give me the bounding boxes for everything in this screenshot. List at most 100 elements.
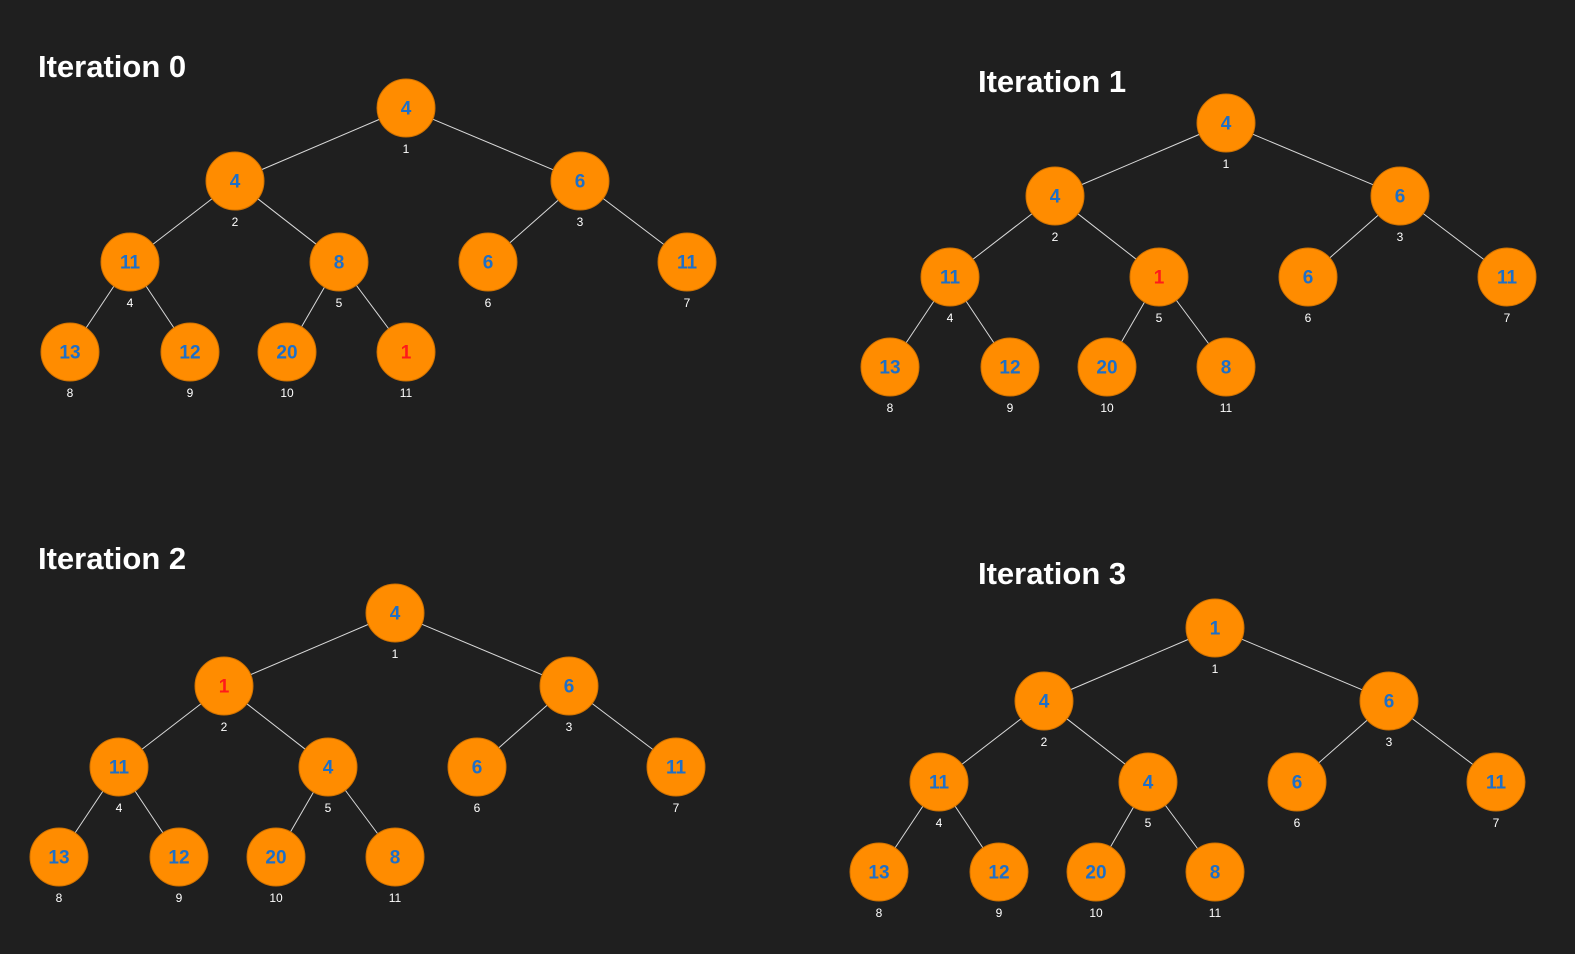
node-circle (1066, 842, 1126, 902)
node-value: 12 (999, 358, 1020, 379)
tree-edge (1175, 299, 1210, 345)
panel-title: Iteration 0 (38, 49, 186, 84)
heap-node: 66 (1267, 752, 1327, 830)
node-value: 13 (48, 848, 69, 869)
node-index-label: 4 (116, 801, 123, 815)
heap-node: 41 (1196, 93, 1256, 171)
node-index-label: 7 (673, 801, 680, 815)
node-value: 4 (390, 604, 401, 625)
node-value: 11 (1497, 268, 1518, 289)
node-value: 6 (1303, 268, 1314, 289)
node-index-label: 8 (56, 891, 63, 905)
node-circle (539, 656, 599, 716)
heap-node: 138 (849, 842, 909, 920)
heap-node: 41 (365, 583, 425, 661)
node-index-label: 10 (1100, 401, 1114, 415)
heap-node: 63 (1359, 671, 1419, 749)
node-value: 6 (575, 172, 586, 193)
node-circle (40, 322, 100, 382)
tree-edge (261, 118, 380, 171)
heap-node: 129 (160, 322, 220, 400)
node-circle (194, 656, 254, 716)
node-value: 6 (1395, 187, 1406, 208)
node-index-label: 11 (1209, 906, 1222, 920)
node-circle (89, 737, 149, 797)
heap-node: 11 4 (89, 737, 149, 815)
tree-edge (1121, 301, 1145, 343)
node-circle (257, 322, 317, 382)
heap-node: 12 (194, 656, 254, 734)
node-value: 6 (1292, 773, 1303, 794)
heap-node: 85 (309, 232, 369, 310)
node-value: 4 (323, 758, 334, 779)
heap-node: 811 (1196, 337, 1256, 415)
node-circle (550, 151, 610, 211)
node-circle (298, 737, 358, 797)
node-index-label: 1 (1212, 662, 1219, 676)
node-value: 11 (677, 253, 698, 274)
tree-edge (246, 703, 306, 750)
node-index-label: 3 (577, 215, 584, 229)
heap-node: 11 (1185, 598, 1245, 676)
heap-node: 45 (298, 737, 358, 815)
node-value: 12 (179, 343, 200, 364)
heap-node: 138 (40, 322, 100, 400)
node-circle (1267, 752, 1327, 812)
node-index-label: 4 (936, 816, 943, 830)
heap-node: 66 (1278, 247, 1338, 325)
heap-node: 129 (969, 842, 1029, 920)
node-circle (920, 247, 980, 307)
tree-edge (1110, 806, 1134, 848)
node-index-label: 6 (1294, 816, 1301, 830)
tree-edge (85, 285, 115, 329)
heap-node: 114 (100, 232, 160, 310)
node-index-label: 9 (176, 891, 183, 905)
tree-edge (432, 118, 554, 171)
node-circle (1370, 166, 1430, 226)
heap-node: 42 (205, 151, 265, 229)
tree-edge (301, 286, 325, 328)
tree-edge (145, 285, 175, 329)
tree-edge (257, 198, 317, 245)
heap-node: 117 (1466, 752, 1526, 830)
node-value: 11 (1486, 773, 1507, 794)
node-circle (969, 842, 1029, 902)
node-index-label: 4 (127, 296, 134, 310)
node-circle (376, 322, 436, 382)
tree-edge (250, 623, 369, 676)
node-circle (1278, 247, 1338, 307)
node-value: 12 (988, 863, 1009, 884)
node-value: 20 (1096, 358, 1117, 379)
node-value: 20 (276, 343, 297, 364)
heap-node: 138 (860, 337, 920, 415)
node-value: 11 (109, 758, 130, 779)
node-value: 6 (472, 758, 483, 779)
heap-node: 114 (920, 247, 980, 325)
tree-edge (141, 703, 202, 750)
heap-node: 129 (149, 827, 209, 905)
heap-node: 63 (550, 151, 610, 229)
node-value: 4 (1050, 187, 1061, 208)
node-index-label: 11 (400, 386, 413, 400)
node-value: 13 (879, 358, 900, 379)
node-value: 11 (666, 758, 687, 779)
node-index-label: 11 (1220, 401, 1233, 415)
node-value: 8 (390, 848, 401, 869)
node-index-label: 5 (336, 296, 343, 310)
tree-edge (498, 704, 548, 749)
node-circle (1359, 671, 1419, 731)
tree-edge (972, 213, 1033, 260)
node-circle (657, 232, 717, 292)
tree-edge (1318, 719, 1368, 764)
node-index-label: 3 (1386, 735, 1393, 749)
node-value: 6 (483, 253, 494, 274)
heap-node: 117 (1477, 247, 1537, 325)
node-circle (860, 337, 920, 397)
node-index-label: 2 (232, 215, 239, 229)
node-value: 20 (1085, 863, 1106, 884)
